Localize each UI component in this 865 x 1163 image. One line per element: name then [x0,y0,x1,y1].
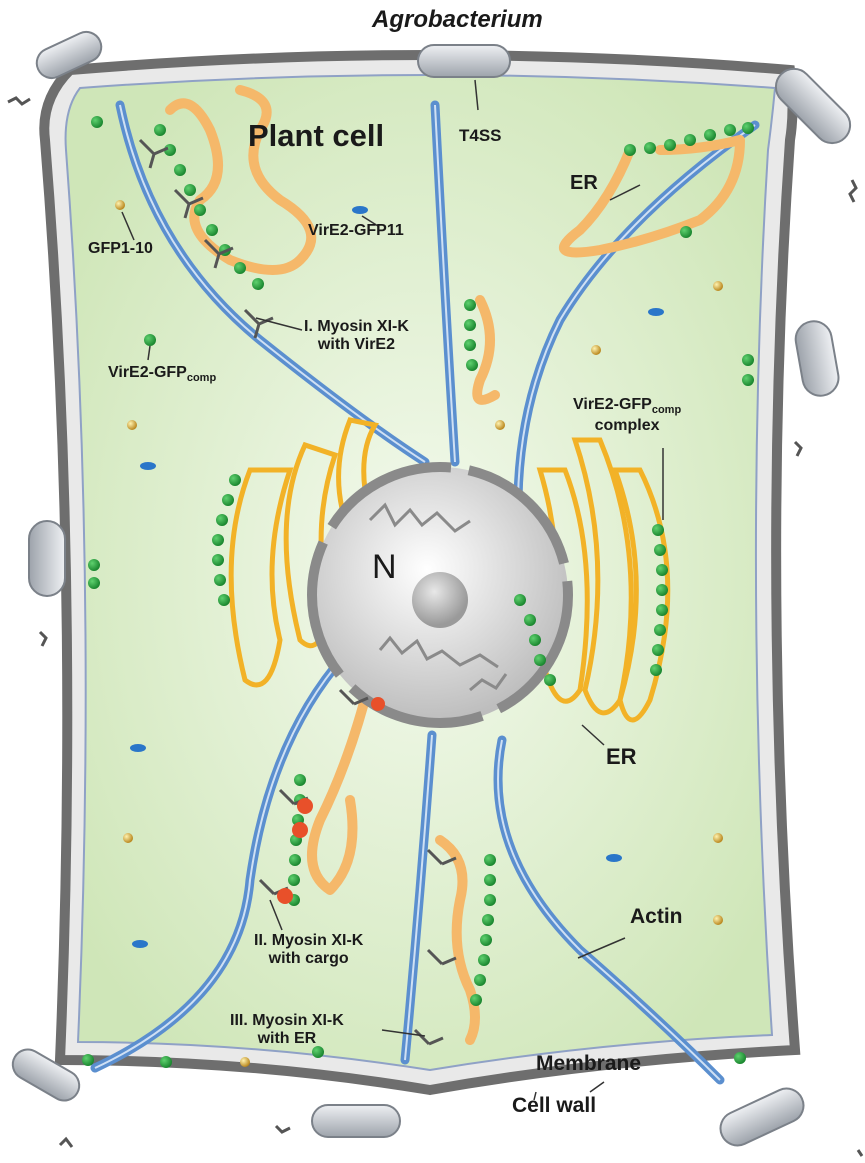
t4ss-label: T4SS [459,126,502,146]
myosin-cargo-line2: with cargo [269,950,349,967]
vire2-gfpcomp-sub: comp [187,372,216,384]
complex-line1-main: VirE2-GFP [573,396,652,413]
complex-line1-sub: comp [652,404,681,416]
vire2-gfpcomp-label: VirE2-GFPcomp [108,364,216,385]
myosin-cargo-label: II. Myosin XI-K with cargo [254,932,363,969]
er-bottom-label: ER [606,744,637,769]
vire2-gfpcomp-main: VirE2-GFP [108,364,187,381]
myosin-vire2-line1: I. Myosin XI-K [304,318,409,335]
nucleus-label: N [372,548,397,587]
plant-cell-label: Plant cell [248,118,384,154]
vire2-gfp11-label: VirE2-GFP11 [308,222,404,240]
gfp1-10-label: GFP1-10 [88,240,153,258]
myosin-er-line1: III. Myosin XI-K [230,1012,344,1029]
myosin-vire2-label: I. Myosin XI-K with VirE2 [304,318,409,355]
myosin-cargo-line1: II. Myosin XI-K [254,932,363,949]
agrobacterium-title: Agrobacterium [372,6,543,34]
er-top-label: ER [570,172,598,195]
cell-wall-label: Cell wall [512,1094,596,1118]
nucleus [312,467,568,723]
complex-label: VirE2-GFPcomp complex [573,396,681,435]
myosin-vire2-line2: with VirE2 [318,336,395,353]
complex-line2: complex [595,417,660,434]
membrane-label: Membrane [536,1052,641,1076]
myosin-er-line2: with ER [258,1030,317,1047]
myosin-er-label: III. Myosin XI-K with ER [230,1012,344,1049]
actin-label: Actin [630,905,683,929]
